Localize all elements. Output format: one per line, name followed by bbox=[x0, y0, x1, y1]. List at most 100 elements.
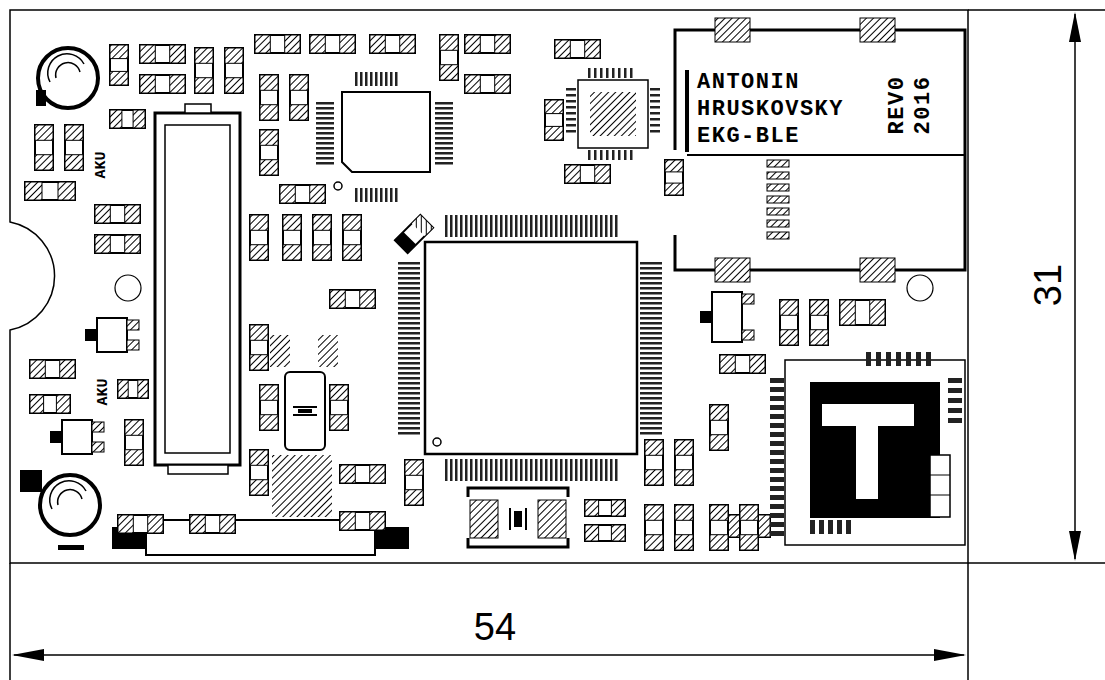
ic-pin bbox=[610, 459, 613, 481]
ic-pin bbox=[540, 215, 543, 237]
chip-resistor bbox=[283, 215, 301, 260]
dimension-arrow bbox=[1069, 531, 1081, 561]
ic-pin bbox=[566, 100, 576, 103]
dimension-line bbox=[14, 654, 964, 656]
ic-pin bbox=[545, 215, 548, 237]
ic-pin bbox=[770, 441, 784, 446]
ic-pin bbox=[640, 362, 662, 365]
ic-pin bbox=[600, 459, 603, 481]
ic-pin bbox=[398, 417, 420, 420]
thermal-pad bbox=[590, 92, 636, 136]
ic-pin bbox=[316, 112, 334, 115]
ic-pin bbox=[395, 72, 398, 86]
chip-resistor bbox=[780, 300, 798, 345]
chip-resistor bbox=[675, 440, 693, 485]
ic-pin bbox=[640, 372, 662, 375]
ic-pin bbox=[640, 367, 662, 370]
ic-pin bbox=[630, 68, 633, 78]
chip-resistor bbox=[585, 500, 625, 516]
ic-pin bbox=[398, 292, 420, 295]
mcu-package bbox=[425, 242, 637, 454]
ic-pin bbox=[866, 352, 871, 366]
ic-pin bbox=[515, 215, 518, 237]
ic-pin bbox=[640, 272, 662, 275]
ic-pin bbox=[606, 68, 609, 78]
ic-pin bbox=[916, 352, 921, 366]
ic-pin bbox=[360, 188, 363, 202]
mounting-hole bbox=[115, 275, 141, 301]
ic-pin bbox=[640, 357, 662, 360]
chip-resistor bbox=[190, 515, 235, 533]
chip-resistor bbox=[343, 215, 361, 260]
ic-pin bbox=[585, 459, 588, 481]
ic-pin bbox=[455, 215, 458, 237]
ic-pin bbox=[465, 215, 468, 237]
ic-pin bbox=[594, 68, 597, 78]
ic-pin bbox=[770, 486, 784, 491]
ic-pin bbox=[575, 459, 578, 481]
ic-pin bbox=[485, 459, 488, 481]
chip-resistor bbox=[30, 360, 75, 378]
ic-pin bbox=[770, 495, 784, 500]
ic-pin bbox=[585, 215, 588, 237]
ic-pin bbox=[550, 215, 553, 237]
ic-pin bbox=[580, 459, 583, 481]
ic-pin bbox=[505, 215, 508, 237]
ic-pin bbox=[610, 215, 613, 237]
dimension-value: 54 bbox=[474, 608, 516, 646]
extension-line bbox=[967, 563, 969, 680]
ic-pin bbox=[810, 520, 815, 534]
chip-resistor bbox=[95, 235, 140, 253]
ic-pin bbox=[555, 215, 558, 237]
ic-pin bbox=[316, 157, 334, 160]
dimension-line bbox=[1074, 14, 1076, 559]
chip-resistor bbox=[810, 300, 828, 345]
transistor-package bbox=[700, 292, 754, 342]
ic-pin bbox=[566, 118, 576, 121]
ic-pin bbox=[618, 150, 621, 160]
ic-pin bbox=[375, 72, 378, 86]
extension-line bbox=[968, 9, 1105, 11]
ic-pin bbox=[650, 130, 660, 133]
ic-pin bbox=[906, 352, 911, 366]
chip-resistor bbox=[110, 45, 128, 85]
ic-pin bbox=[618, 68, 621, 78]
ic-pin bbox=[570, 459, 573, 481]
pad bbox=[270, 335, 290, 367]
ic-pin bbox=[640, 407, 662, 410]
chip-resistor bbox=[370, 35, 415, 53]
ic-pin bbox=[540, 459, 543, 481]
ic-pin bbox=[316, 147, 334, 150]
ic-pin bbox=[370, 188, 373, 202]
ic-pin bbox=[612, 150, 615, 160]
ic-pin bbox=[435, 127, 453, 130]
ic-pin bbox=[594, 150, 597, 160]
ic-pin bbox=[837, 520, 842, 534]
ic-pin bbox=[650, 112, 660, 115]
chip-resistor bbox=[645, 505, 663, 550]
ic-pin bbox=[490, 215, 493, 237]
ic-pin bbox=[600, 68, 603, 78]
ic-pin bbox=[640, 262, 662, 265]
ic-pin bbox=[640, 267, 662, 270]
ic-pin bbox=[770, 522, 784, 527]
chip-resistor bbox=[140, 75, 185, 93]
chip-resistor bbox=[330, 385, 348, 430]
ic-pin bbox=[398, 382, 420, 385]
ic-pin bbox=[380, 188, 383, 202]
ic-pin bbox=[520, 459, 523, 481]
chip-resistor bbox=[260, 130, 278, 175]
ic-pin bbox=[435, 117, 453, 120]
ic-pin bbox=[896, 352, 901, 366]
ic-pin bbox=[500, 215, 503, 237]
ic-pin bbox=[640, 297, 662, 300]
ble-module bbox=[785, 360, 965, 545]
ic-pin bbox=[767, 220, 789, 227]
ic-pin bbox=[588, 150, 591, 160]
ic-pin bbox=[566, 124, 576, 127]
ic-pin bbox=[640, 347, 662, 350]
ic-pin bbox=[770, 477, 784, 482]
board-outline bbox=[10, 10, 968, 563]
ic-pin bbox=[510, 215, 513, 237]
ic-pin bbox=[435, 147, 453, 150]
